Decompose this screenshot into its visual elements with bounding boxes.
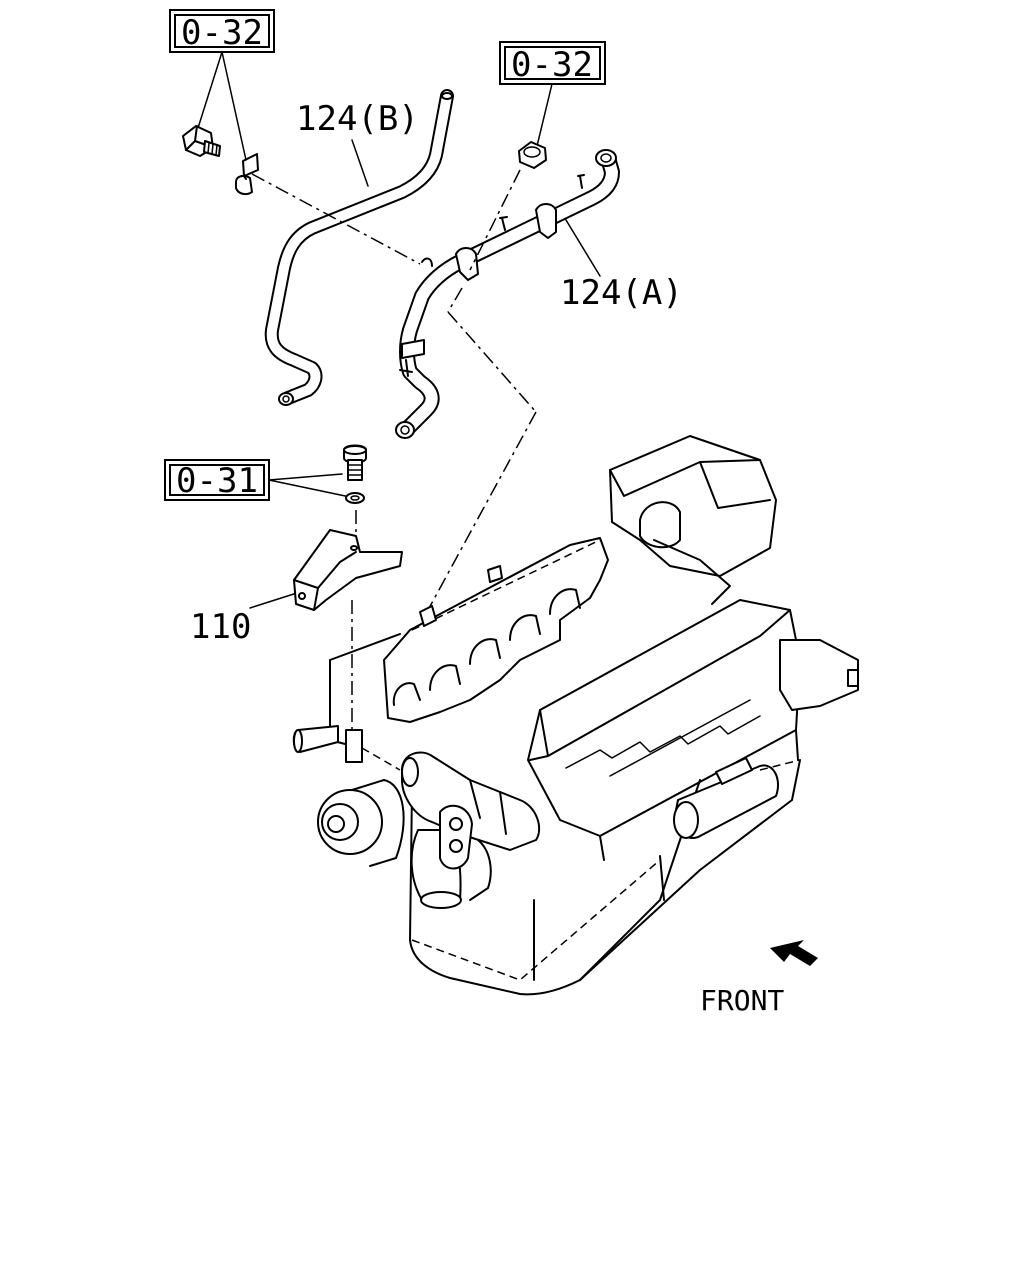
pipe-124a[interactable]	[395, 149, 620, 439]
ref-box-032-top[interactable]: 0-32	[169, 9, 275, 53]
assembly-lines	[251, 169, 537, 740]
clip-icon[interactable]	[235, 153, 259, 196]
bolt-icon[interactable]	[182, 125, 221, 157]
ref-label-032-right: 0-32	[511, 45, 593, 85]
label-124b: 124(B)	[296, 99, 419, 139]
label-124a: 124(A)	[560, 273, 683, 313]
bolt-031-icon[interactable]	[343, 444, 367, 504]
engine-block	[292, 435, 859, 996]
nut-icon[interactable]	[518, 141, 547, 169]
bracket-110[interactable]	[293, 529, 403, 611]
ref-leaders	[197, 51, 553, 498]
ref-box-032-right[interactable]: 0-32	[499, 41, 606, 85]
front-arrow-icon	[770, 940, 818, 966]
label-front: FRONT	[700, 984, 784, 1017]
ref-label-031: 0-31	[176, 461, 258, 501]
part-leaders	[249, 139, 601, 609]
label-110: 110	[190, 607, 251, 647]
ref-label-032-top: 0-32	[181, 13, 263, 53]
ref-box-031[interactable]: 0-31	[164, 459, 270, 501]
pipe-124b[interactable]	[264, 89, 454, 406]
